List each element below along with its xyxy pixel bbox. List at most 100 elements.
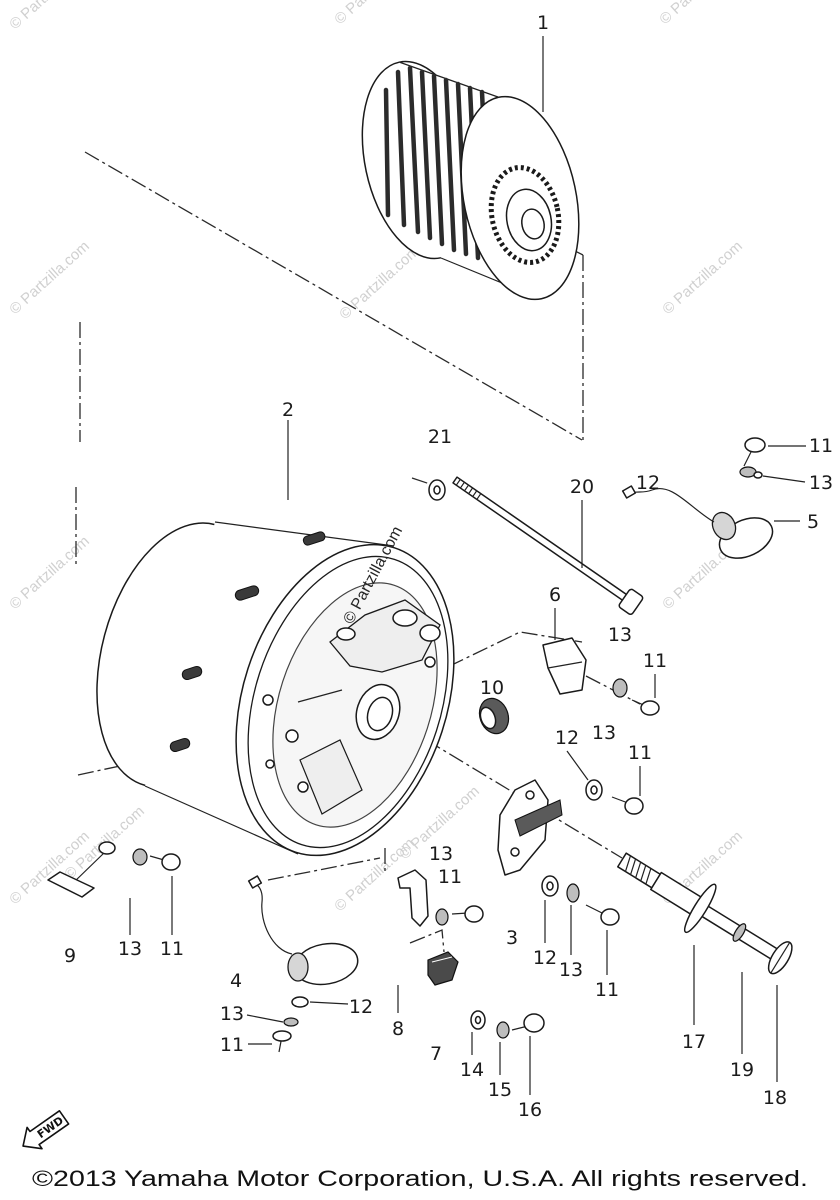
housing-part xyxy=(96,521,455,857)
screw-shank xyxy=(585,904,605,915)
wire-connector xyxy=(247,875,263,889)
housing-body-edge xyxy=(144,521,395,855)
housing-slot xyxy=(169,737,191,753)
clip xyxy=(732,923,747,942)
callout-label-10: 10 xyxy=(480,677,504,699)
spring-coil xyxy=(624,855,652,885)
plate-bracket xyxy=(299,739,363,815)
washer xyxy=(612,678,628,698)
shaft-spring xyxy=(617,852,661,889)
upper-bracket-part xyxy=(542,637,660,716)
rotor-center-hole xyxy=(521,208,545,240)
washer xyxy=(283,1017,299,1027)
callout-label-13: 13 xyxy=(220,1003,244,1025)
watermark: © Partzilla.com xyxy=(656,0,742,28)
upper-condenser-part xyxy=(621,437,774,559)
plate-screw xyxy=(285,729,299,743)
rotor-fin xyxy=(407,65,421,235)
shaft-disc xyxy=(683,883,717,934)
condenser-wire xyxy=(629,487,715,523)
wire-connector xyxy=(621,485,637,499)
callout-label-13: 13 xyxy=(608,624,632,646)
alignment-line xyxy=(399,631,583,691)
callout-label-12: 12 xyxy=(349,996,373,1018)
plate-screw xyxy=(262,694,274,706)
screw-shank xyxy=(149,855,165,861)
callout-label-14: 14 xyxy=(460,1059,484,1081)
lower-bracket-part xyxy=(397,869,484,927)
condenser-end xyxy=(711,511,737,541)
leader-lines xyxy=(129,36,806,1095)
washer xyxy=(753,471,763,479)
callout-label-1: 1 xyxy=(537,12,549,34)
plate-screw xyxy=(424,656,436,668)
callout-label-6: 6 xyxy=(549,584,561,606)
bolt-head xyxy=(618,588,644,615)
plate-screw xyxy=(510,847,520,857)
coil xyxy=(336,627,356,641)
brush-connector xyxy=(98,841,116,855)
knob-slot xyxy=(770,942,791,974)
rotor-fin xyxy=(419,69,433,241)
condenser-wire xyxy=(255,883,293,955)
callout-label-11: 11 xyxy=(160,938,184,960)
callout-label-11: 11 xyxy=(643,650,667,672)
watermark: © Partzilla.com xyxy=(659,238,745,318)
watermark: © Partzilla.com xyxy=(6,533,92,613)
plate-screw xyxy=(265,759,275,769)
rotor-fin xyxy=(383,87,391,218)
brush-rod xyxy=(71,851,106,885)
point-assembly-part xyxy=(497,779,644,926)
callout-label-20: 20 xyxy=(570,476,594,498)
washer xyxy=(435,908,449,926)
rotor-part xyxy=(361,60,580,301)
leader-line xyxy=(566,750,589,781)
watermark: © Partzilla.com xyxy=(336,243,422,323)
callout-label-13: 13 xyxy=(809,472,833,494)
screw-head xyxy=(523,1013,545,1033)
rotor-fin xyxy=(431,73,445,247)
callout-label-7: 7 xyxy=(430,1043,442,1065)
callout-label-15: 15 xyxy=(488,1079,512,1101)
rotor-fin xyxy=(395,69,407,228)
callout-label-11: 11 xyxy=(809,435,833,457)
washer xyxy=(132,848,148,866)
callout-label-16: 16 xyxy=(518,1099,542,1121)
washer-hole xyxy=(474,1015,482,1025)
bolt-thread xyxy=(455,478,482,501)
callout-label-11: 11 xyxy=(220,1034,244,1056)
alignment-line xyxy=(84,151,583,441)
alignment-line xyxy=(411,477,431,485)
felt-part xyxy=(478,697,510,735)
block-edge xyxy=(431,956,453,963)
leader-line xyxy=(762,475,806,483)
callout-labels: 1 2 21 20 11 13 12 5 6 13 11 10 13 12 11… xyxy=(64,12,833,1121)
callout-label-13: 13 xyxy=(592,722,616,744)
callout-label-18: 18 xyxy=(763,1087,787,1109)
leader-line xyxy=(246,1014,284,1023)
washer xyxy=(496,1021,510,1039)
brush-part xyxy=(47,841,181,898)
coil xyxy=(419,624,441,642)
contact-arm xyxy=(514,799,563,837)
watermark: © Partzilla.com xyxy=(6,238,92,318)
watermark: © Partzilla.com xyxy=(331,0,417,28)
copyright-notice: ©2013 Yamaha Motor Corporation, U.S.A. A… xyxy=(32,1166,808,1191)
callout-label-12: 12 xyxy=(555,727,579,749)
callout-label-11: 11 xyxy=(595,979,619,1001)
callout-label-2: 2 xyxy=(282,399,294,421)
bracket xyxy=(397,869,429,927)
housing-slot xyxy=(181,665,203,681)
washer-hole xyxy=(433,485,441,495)
plate-screw xyxy=(525,790,535,800)
callout-label-5: 5 xyxy=(807,511,819,533)
block-part xyxy=(427,951,545,1039)
washer-hole xyxy=(590,785,598,795)
screw-head xyxy=(161,853,181,871)
lower-condenser-part xyxy=(247,875,359,1053)
alignment-line xyxy=(267,857,381,881)
callout-label-21: 21 xyxy=(428,426,452,448)
washer-hole xyxy=(546,881,554,891)
spring-washer xyxy=(291,996,309,1008)
plate-rod xyxy=(297,689,343,703)
